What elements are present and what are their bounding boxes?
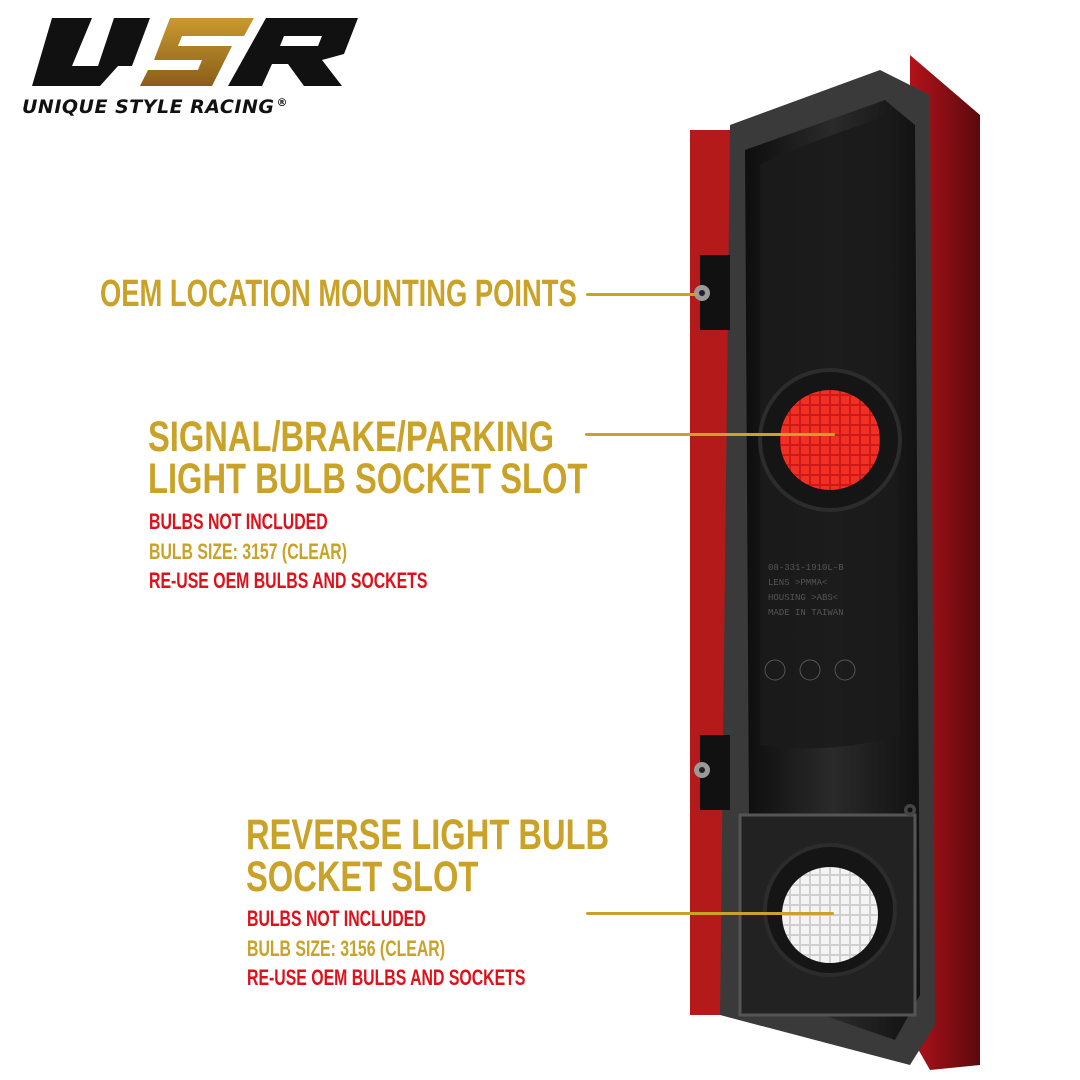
callout-title: OEM LOCATION MOUNTING POINTS [100, 273, 577, 315]
svg-text:08-331-1910L-B: 08-331-1910L-B [768, 563, 844, 573]
svg-text:LENS >PMMA<: LENS >PMMA< [768, 578, 827, 588]
svg-text:HOUSING >ABS<: HOUSING >ABS< [768, 593, 838, 603]
callout-leader-line [586, 293, 698, 296]
note-bulb-size: BULB SIZE: 3157 (CLEAR) [149, 539, 348, 564]
callout-leader-line [586, 912, 834, 915]
callout-title-line-2: LIGHT BULB SOCKET SLOT [148, 455, 588, 503]
product-markings: 08-331-1910L-B LENS >PMMA< HOUSING >ABS<… [768, 563, 844, 618]
tail-light-product-image: 08-331-1910L-B LENS >PMMA< HOUSING >ABS<… [690, 55, 980, 1070]
registered-icon: ® [276, 96, 288, 109]
callout-title-line-1: SIGNAL/BRAKE/PARKING [148, 413, 555, 461]
brand-logo: UNIQUE STYLE RACING® [22, 14, 362, 124]
note-bulbs-not-included: BULBS NOT INCLUDED [149, 509, 328, 534]
brand-name-text: UNIQUE STYLE RACING [22, 96, 275, 118]
callout-title-line-1: REVERSE LIGHT BULB [246, 811, 610, 859]
usr-logo-mark-icon [32, 18, 358, 86]
callout-title-line-2: SOCKET SLOT [246, 853, 479, 901]
brand-name: UNIQUE STYLE RACING® [22, 96, 288, 118]
callout-leader-line [585, 433, 835, 436]
note-reuse-oem: RE-USE OEM BULBS AND SOCKETS [247, 965, 526, 990]
note-bulbs-not-included: BULBS NOT INCLUDED [247, 906, 426, 931]
note-reuse-oem: RE-USE OEM BULBS AND SOCKETS [149, 568, 428, 593]
svg-text:MADE IN TAIWAN: MADE IN TAIWAN [768, 608, 844, 618]
note-bulb-size: BULB SIZE: 3156 (CLEAR) [247, 936, 446, 961]
